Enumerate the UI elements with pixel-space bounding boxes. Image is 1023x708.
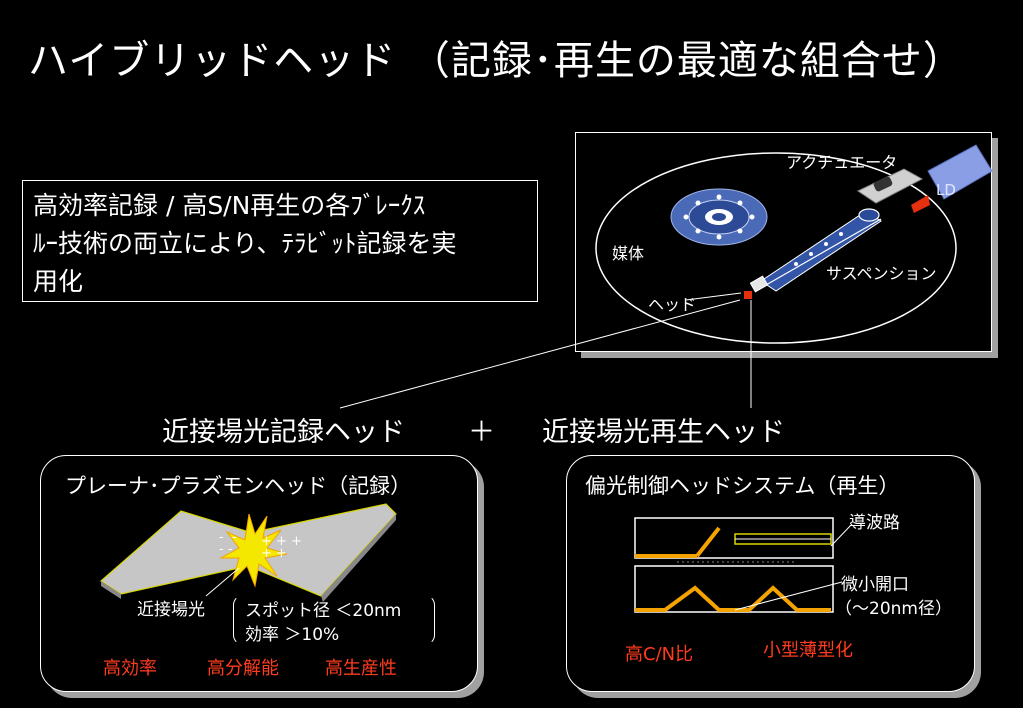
lower-block bbox=[634, 565, 834, 613]
playback-panel-title: 偏光制御ヘッドシステム（再生） bbox=[585, 474, 900, 498]
waveguide-drawing bbox=[634, 517, 853, 613]
positive-charges: + + + + + bbox=[261, 534, 302, 561]
plasmon-head-drawing bbox=[100, 503, 397, 602]
upper-block bbox=[634, 517, 834, 559]
spot-size-spec: スポット径 ＜20nm bbox=[245, 601, 402, 621]
efficiency-spec: 効率 ＞10% bbox=[245, 625, 340, 645]
merit-high-productivity: 高生産性 bbox=[325, 658, 397, 679]
laser-path bbox=[765, 218, 882, 286]
head-label: ヘッド bbox=[648, 295, 697, 314]
hdd-drawing bbox=[595, 144, 993, 344]
page-title: ハイブリッドヘッド （記録･再生の最適な組合せ） bbox=[28, 38, 964, 84]
merit-high-resolution: 高分解能 bbox=[207, 658, 279, 679]
summary-line-1: 高効率記録 / 高S/N再生の各ﾌﾞﾚｰｸｽ bbox=[33, 191, 426, 220]
aperture-label: 微小開口 bbox=[841, 575, 909, 595]
ld-label: LD bbox=[936, 181, 956, 199]
hdd-illustration: アクチュエータ LD 媒体 サスペンション ヘッド bbox=[575, 132, 993, 352]
merit-high-efficiency: 高効率 bbox=[103, 658, 157, 679]
merit-compact-thin: 小型薄型化 bbox=[763, 640, 853, 661]
hub-screws bbox=[683, 194, 755, 240]
summary-box: 高効率記録 / 高S/N再生の各ﾌﾞﾚｰｸｽ ﾙｰ技術の両立により、ﾃﾗﾋﾞｯﾄ… bbox=[22, 180, 538, 302]
recording-head-panel: プレーナ･プラズモンヘッド（記録） - - - - + + + + + 近接場光… bbox=[40, 455, 478, 692]
ld-red-marker bbox=[911, 195, 930, 213]
aperture-size-label: （～20nm径） bbox=[835, 599, 952, 619]
merit-high-cn-ratio: 高C/N比 bbox=[625, 644, 694, 665]
arm-holes bbox=[794, 232, 843, 266]
negative-charges: - - - - bbox=[219, 530, 237, 557]
actuator-label: アクチュエータ bbox=[786, 153, 898, 172]
record-head-heading: 近接場光記録ヘッド bbox=[162, 417, 405, 448]
head-red-marker bbox=[744, 291, 752, 299]
near-field-label: 近接場光 bbox=[137, 600, 205, 620]
near-field-flash bbox=[219, 513, 288, 588]
spec-brace bbox=[233, 595, 435, 645]
playback-head-panel: 偏光制御ヘッドシステム（再生） 導波路 微小開口 （～20nm径） 高C/N比 … bbox=[566, 455, 975, 692]
suspension-label: サスペンション bbox=[826, 264, 937, 283]
waveguide-label: 導波路 bbox=[849, 513, 900, 533]
aperture-profile bbox=[635, 585, 831, 612]
laser-diode bbox=[927, 144, 993, 200]
summary-line-3: 用化 bbox=[33, 267, 84, 296]
medium-label: 媒体 bbox=[612, 244, 645, 263]
summary-line-2: ﾙｰ技術の両立により、ﾃﾗﾋﾞｯﾄ記録を実 bbox=[33, 229, 457, 258]
recording-panel-title: プレーナ･プラズモンヘッド（記録） bbox=[65, 474, 412, 498]
plus-sign: ＋ bbox=[468, 417, 495, 448]
playback-head-heading: 近接場光再生ヘッド bbox=[542, 417, 785, 448]
